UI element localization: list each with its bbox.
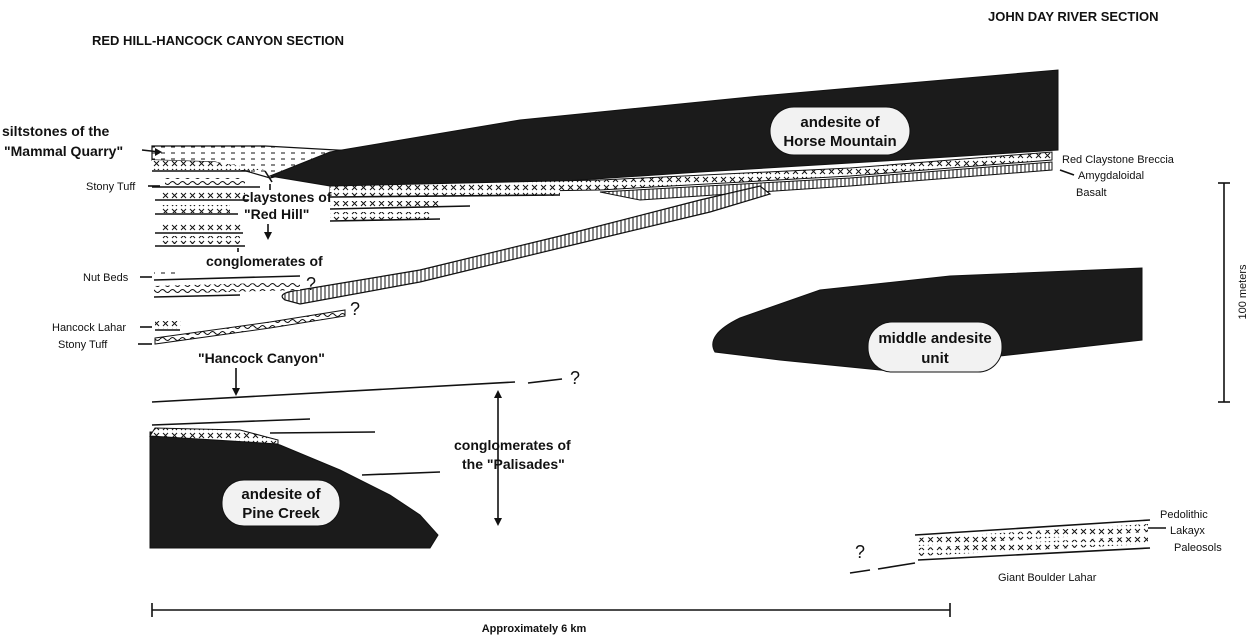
stony-tuff-lower-label: Stony Tuff [58, 339, 108, 351]
horse-mountain-label-2: Horse Mountain [783, 133, 896, 150]
nut-beds-layer [154, 272, 176, 278]
red-hill-xx-layer-1 [330, 188, 560, 196]
pine-creek-label-box [221, 479, 341, 527]
claystones-label-2: "Red Hill" [244, 206, 309, 222]
horse-mountain-label-1: andesite of [800, 114, 880, 131]
palisades-label-1: conglomerates of [454, 437, 571, 453]
paleosol-xx-2 [918, 536, 1148, 556]
lakayx-label: Lakayx [1170, 525, 1205, 537]
xx-layer-5 [160, 236, 240, 244]
hancock-lahar-layer [155, 321, 181, 329]
question-mark-1: ? [306, 274, 316, 294]
layer-line [329, 205, 471, 210]
paleosol-dash-2 [877, 562, 916, 570]
stony-tuff-upper-layer [165, 178, 245, 186]
hancock-canyon-label: "Hancock Canyon" [198, 350, 325, 366]
hancock-canyon-contact-dash [527, 378, 563, 384]
paleosol-dash-1 [849, 569, 871, 574]
paleosols-label: Paleosols [1174, 542, 1222, 554]
arrowhead [494, 518, 502, 526]
middle-andesite-label-1: middle andesite [878, 330, 991, 347]
pedolithic-label: Pedolithic [1160, 509, 1208, 521]
pine-creek-xx-cap [149, 427, 279, 445]
question-mark-2: ? [350, 299, 360, 319]
layer-line [153, 275, 301, 281]
arrowhead [494, 390, 502, 398]
palisades-label-2: the "Palisades" [462, 456, 565, 472]
stony-tuff-lower-layer [154, 309, 346, 345]
pine-creek-label-2: Pine Creek [242, 505, 320, 522]
layer-line [264, 170, 273, 183]
question-mark-4: ? [855, 542, 865, 562]
title-left: RED HILL-HANCOCK CANYON SECTION [92, 33, 344, 48]
palisades-line-3 [361, 471, 441, 476]
middle-andesite-label-box [867, 321, 1003, 373]
paleosol-line-1 [914, 519, 1151, 536]
paleosol-line-2 [917, 547, 1151, 561]
amygdaloidal-label: Amygdaloidal [1078, 170, 1144, 182]
hancock-canyon-contact [151, 381, 516, 403]
nut-beds-label: Nut Beds [83, 272, 129, 284]
basalt-label: Basalt [1076, 187, 1107, 199]
conglomerate-layer-1 [154, 282, 300, 294]
layer-line [329, 218, 441, 222]
arrowhead [155, 148, 162, 156]
siltstones-label-2: "Mammal Quarry" [4, 143, 123, 159]
hancock-lahar-label: Hancock Lahar [52, 322, 126, 334]
amygdaloidal-basalt-band [599, 161, 1053, 201]
red-hill-xx-layer-2 [330, 201, 440, 208]
claystones-label-1: claystones of [242, 189, 332, 205]
layer-line [329, 194, 561, 198]
siltstones-label-1: siltstones of the [2, 123, 110, 139]
horse-mountain-label-box [769, 106, 911, 156]
arrowhead [264, 232, 272, 240]
palisades-line-2 [269, 431, 376, 434]
layer-line [153, 294, 241, 298]
xx-layer-2 [160, 191, 245, 199]
horizontal-scale-label: Approximately 6 km [482, 623, 587, 635]
pine-creek-label-1: andesite of [241, 486, 321, 503]
paleosol-xx-1 [918, 524, 1148, 546]
arrowhead [232, 388, 240, 396]
title-right: JOHN DAY RIVER SECTION [988, 9, 1159, 24]
vertical-scale-label: 100 meters [1237, 264, 1249, 320]
stony-tuff-upper-label: Stony Tuff [86, 181, 136, 193]
question-mark-3: ? [570, 368, 580, 388]
conglomerates-of-label: conglomerates of [206, 253, 323, 269]
xx-layer-4 [160, 224, 242, 232]
amygdaloidal-pointer [1059, 169, 1075, 176]
giant-boulder-lahar-label: Giant Boulder Lahar [998, 572, 1097, 584]
middle-andesite-label-2: unit [921, 350, 949, 367]
xx-layer-1 [152, 160, 265, 170]
red-hill-xx-layer-3 [330, 212, 430, 220]
red-claystone-breccia-label: Red Claystone Breccia [1062, 154, 1175, 166]
xx-layer-3 [160, 205, 230, 213]
palisades-line-1 [151, 418, 311, 426]
